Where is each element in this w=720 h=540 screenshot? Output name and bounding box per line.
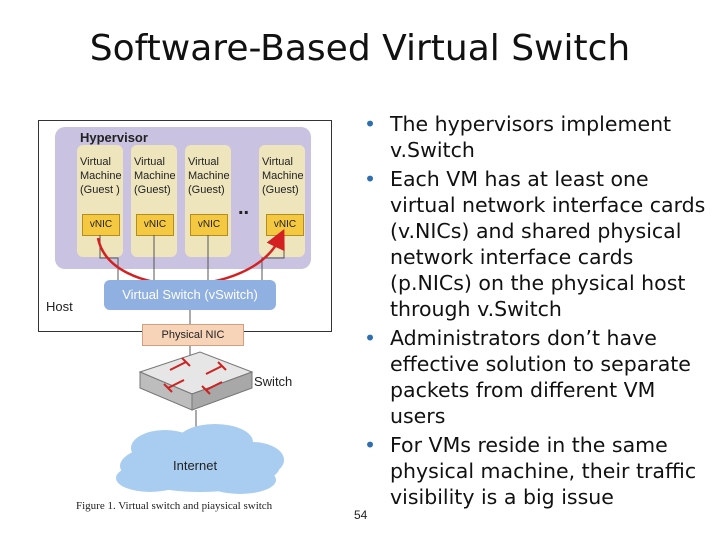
- vm-3-line3: (Guest): [188, 184, 225, 196]
- vm-4-line3: (Guest): [262, 184, 299, 196]
- figure-caption: Figure 1. Virtual switch and piaysical s…: [76, 500, 273, 512]
- slide-title: Software-Based Virtual Switch: [89, 28, 631, 69]
- vm-3: Virtual Machine (Guest): [185, 145, 231, 257]
- vm-traffic-arrow: [96, 229, 285, 286]
- vm-1-line2: Machine: [80, 170, 122, 182]
- bullet-item: For VMs reside in the same physical mach…: [360, 432, 710, 510]
- vm-2-line3: (Guest): [134, 184, 171, 196]
- page-number: 54: [354, 508, 368, 522]
- bullet-item: The hypervisors implement v.Switch: [360, 111, 710, 163]
- vm-3-line1: Virtual: [188, 156, 219, 168]
- vm-3-line2: Machine: [188, 170, 230, 182]
- internet-cloud-icon: [116, 424, 284, 494]
- bullet-list: The hypervisors implement v.Switch Each …: [360, 111, 710, 513]
- vm-2-line1: Virtual: [134, 156, 165, 168]
- vm-1-line1: Virtual: [80, 156, 111, 168]
- vnic-1-link: [99, 235, 119, 280]
- switch-label: Switch: [254, 374, 293, 389]
- vm-4-line2: Machine: [262, 170, 304, 182]
- vnic-1: vNIC: [82, 214, 120, 236]
- bullet-item: Administrators don’t have effective solu…: [360, 325, 710, 429]
- vnic-2: vNIC: [136, 214, 174, 236]
- hypervisor-label: Hypervisor: [80, 130, 148, 145]
- vswitch-box: Virtual Switch (vSwitch): [104, 280, 276, 310]
- bullet-item: Each VM has at least one virtual network…: [360, 166, 710, 322]
- physical-nic-box: Physical NIC: [142, 324, 244, 346]
- more-vms-ellipsis: ..: [238, 197, 250, 219]
- vm-1-line3: (Guest ): [80, 184, 120, 196]
- physical-switch-icon: [138, 351, 254, 411]
- vm-2-line2: Machine: [134, 170, 176, 182]
- vm-4-line1: Virtual: [262, 156, 293, 168]
- internet-label: Internet: [173, 458, 218, 473]
- host-label: Host: [46, 299, 73, 314]
- vnic-3: vNIC: [190, 214, 228, 236]
